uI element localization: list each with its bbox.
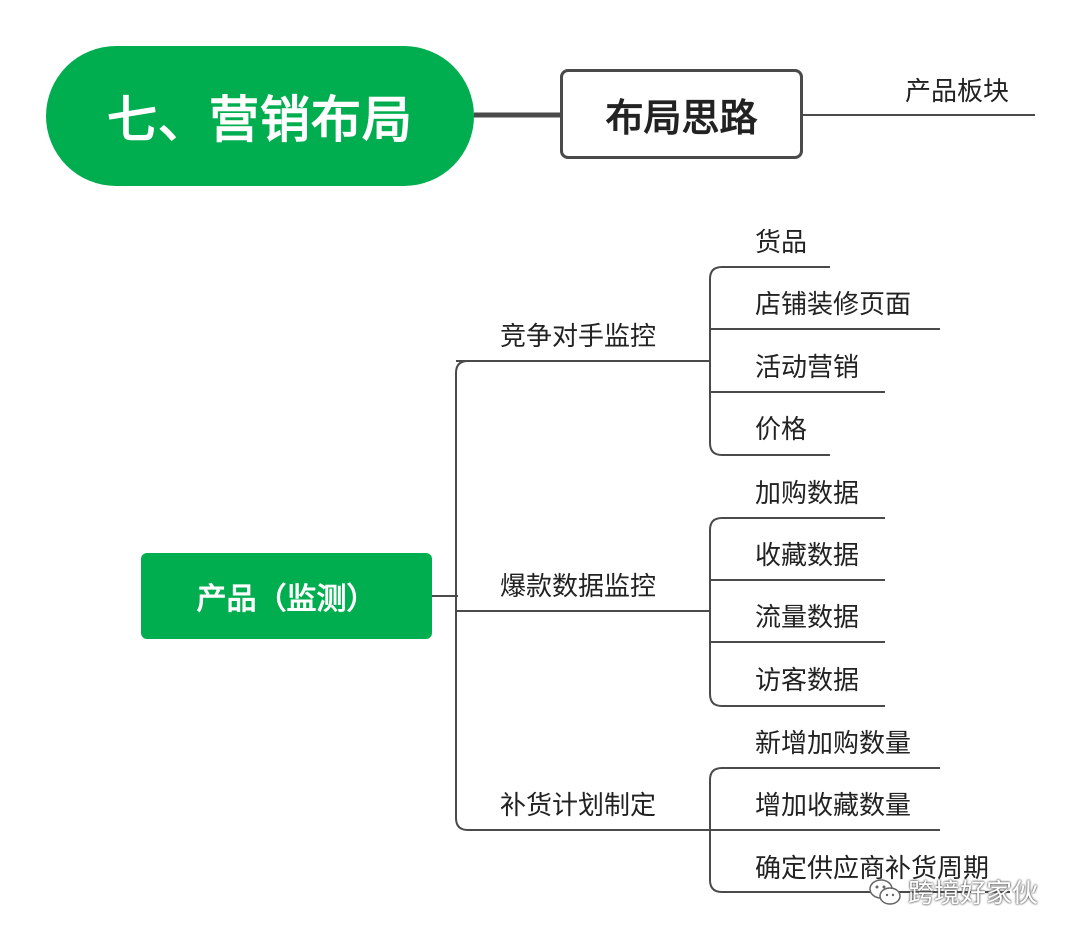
leaf-label: 店铺装修页面 bbox=[755, 290, 912, 320]
leaf-label: 价格 bbox=[755, 415, 808, 445]
branch-label-restock: 补货计划制定 bbox=[500, 791, 657, 821]
wechat-icon bbox=[869, 878, 901, 905]
leaf-label: 增加收藏数量 bbox=[755, 791, 912, 821]
idea-box: 布局思路 bbox=[560, 69, 803, 159]
branch-label-hot-data: 爆款数据监控 bbox=[500, 572, 657, 602]
leaf-label: 确定供应商补货周期 bbox=[755, 854, 990, 884]
branch-trunk bbox=[455, 360, 469, 831]
watermark: 跨境好家伙 bbox=[868, 873, 1038, 910]
section-title: 七、营销布局 bbox=[46, 46, 474, 186]
leaf-label: 新增加购数量 bbox=[755, 729, 912, 759]
branch-label-competitor: 竞争对手监控 bbox=[500, 322, 657, 352]
leaf-label: 流量数据 bbox=[755, 603, 860, 633]
leaf-label: 访客数据 bbox=[755, 666, 860, 696]
leaf-bracket-1 bbox=[709, 266, 723, 456]
leaf-label: 货品 bbox=[755, 228, 808, 258]
watermark-text: 跨境好家伙 bbox=[908, 879, 1039, 909]
root-node: 产品（监测） bbox=[141, 553, 432, 639]
idea-branch-label: 产品板块 bbox=[905, 77, 1010, 107]
leaf-label: 收藏数据 bbox=[755, 541, 860, 571]
leaf-label: 活动营销 bbox=[755, 353, 860, 383]
leaf-label: 加购数据 bbox=[755, 479, 860, 509]
leaf-bracket-2 bbox=[709, 517, 723, 707]
